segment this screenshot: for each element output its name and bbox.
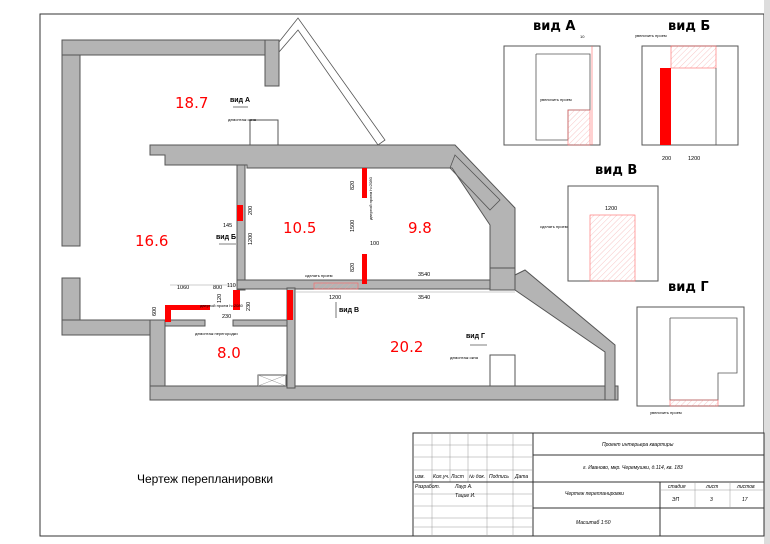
drawing-title: Чертеж перепланировки xyxy=(137,472,273,486)
svg-text:вид Г: вид Г xyxy=(668,280,709,295)
svg-text:200: 200 xyxy=(248,206,254,215)
view-marker-b: вид Б xyxy=(216,234,236,241)
view-marker-a: вид А xyxy=(230,97,250,104)
sheet-frame xyxy=(39,13,765,537)
svg-text:3: 3 xyxy=(710,497,713,503)
view-a: вид А 10 увеличить проем xyxy=(503,19,601,146)
svg-text:800: 800 xyxy=(213,285,222,291)
svg-text:листов: листов xyxy=(736,484,755,490)
note: демонтаж перегородки xyxy=(195,331,238,336)
svg-text:820: 820 xyxy=(350,181,356,190)
svg-text:Масштаб 1:50: Масштаб 1:50 xyxy=(576,520,611,526)
svg-text:200: 200 xyxy=(662,156,671,162)
walls xyxy=(61,17,619,401)
svg-text:3540: 3540 xyxy=(418,272,430,278)
svg-text:№ док.: № док. xyxy=(469,474,485,480)
svg-text:увеличить проем: увеличить проем xyxy=(540,97,572,102)
svg-text:230: 230 xyxy=(222,314,231,320)
svg-text:Кол.уч.: Кол.уч. xyxy=(433,474,449,480)
svg-text:изм.: изм. xyxy=(415,474,425,480)
note: дверной проем h=2080 xyxy=(200,303,244,308)
svg-text:1200: 1200 xyxy=(605,206,617,212)
svg-text:вид В: вид В xyxy=(595,163,637,178)
svg-text:увеличить проем: увеличить проем xyxy=(650,410,682,415)
svg-text:вид А: вид А xyxy=(533,19,575,34)
svg-text:Чертеж перепланировки: Чертеж перепланировки xyxy=(565,491,624,497)
svg-text:Лист: Лист xyxy=(450,474,464,480)
svg-text:Проект интерьера квартиры: Проект интерьера квартиры xyxy=(602,442,674,448)
note: демонтаж окна xyxy=(450,355,479,360)
svg-text:230: 230 xyxy=(246,302,252,311)
svg-text:стадия: стадия xyxy=(668,484,686,490)
note: дверной проем h=2080 xyxy=(368,176,373,220)
room-area: 20.2 xyxy=(390,338,423,356)
note: демонтаж окна xyxy=(228,117,257,122)
svg-text:120: 120 xyxy=(217,294,223,303)
svg-text:лист: лист xyxy=(705,484,718,490)
svg-text:1200: 1200 xyxy=(329,295,341,301)
svg-text:сделать проем: сделать проем xyxy=(540,224,568,229)
view-g: вид Г увеличить проем xyxy=(636,280,745,415)
view-b: вид Б увеличить проем 200 1200 xyxy=(635,19,739,162)
svg-text:Тацие И.: Тацие И. xyxy=(455,493,476,499)
svg-text:10: 10 xyxy=(580,34,585,39)
room-area: 16.6 xyxy=(135,232,168,250)
room-area: 10.5 xyxy=(283,219,316,237)
svg-text:820: 820 xyxy=(350,263,356,272)
room-area: 9.8 xyxy=(408,219,432,237)
svg-text:Подпись: Подпись xyxy=(489,474,509,480)
view-marker-v: вид В xyxy=(339,307,359,314)
room-area: 18.7 xyxy=(175,94,208,112)
svg-text:Разработ.: Разработ. xyxy=(415,484,440,490)
svg-text:1500: 1500 xyxy=(350,220,356,232)
svg-text:17: 17 xyxy=(742,497,748,503)
new-opening xyxy=(313,282,359,290)
svg-text:1060: 1060 xyxy=(177,285,189,291)
svg-text:увеличить проем: увеличить проем xyxy=(635,33,667,38)
svg-text:вид Б: вид Б xyxy=(668,19,710,34)
dimensions: 145 200 1200 820 1500 820 100 3540 110 1… xyxy=(152,181,515,320)
svg-text:Лаур А.: Лаур А. xyxy=(454,484,472,490)
title-block: изм. Кол.уч. Лист № док. Подпись Дата Ра… xyxy=(412,432,765,537)
svg-text:г. Иваново, мкр. Черемушки, д.: г. Иваново, мкр. Черемушки, д.114, кв. 1… xyxy=(583,465,683,471)
svg-text:3540: 3540 xyxy=(418,295,430,301)
svg-text:145: 145 xyxy=(223,223,232,229)
svg-text:100: 100 xyxy=(370,241,379,247)
view-marker-g: вид Г xyxy=(466,333,485,340)
svg-text:600: 600 xyxy=(152,307,158,316)
page-edge xyxy=(764,0,770,544)
new-partitions xyxy=(165,168,367,322)
svg-text:1200: 1200 xyxy=(248,233,254,245)
note: сделать проем xyxy=(305,273,333,278)
room-area: 8.0 xyxy=(217,344,241,362)
svg-text:Дата: Дата xyxy=(514,474,528,480)
svg-text:110: 110 xyxy=(227,283,236,289)
view-v: вид В 1200 сделать проем xyxy=(540,163,659,282)
svg-text:ЭП: ЭП xyxy=(672,497,679,503)
svg-text:1200: 1200 xyxy=(688,156,700,162)
